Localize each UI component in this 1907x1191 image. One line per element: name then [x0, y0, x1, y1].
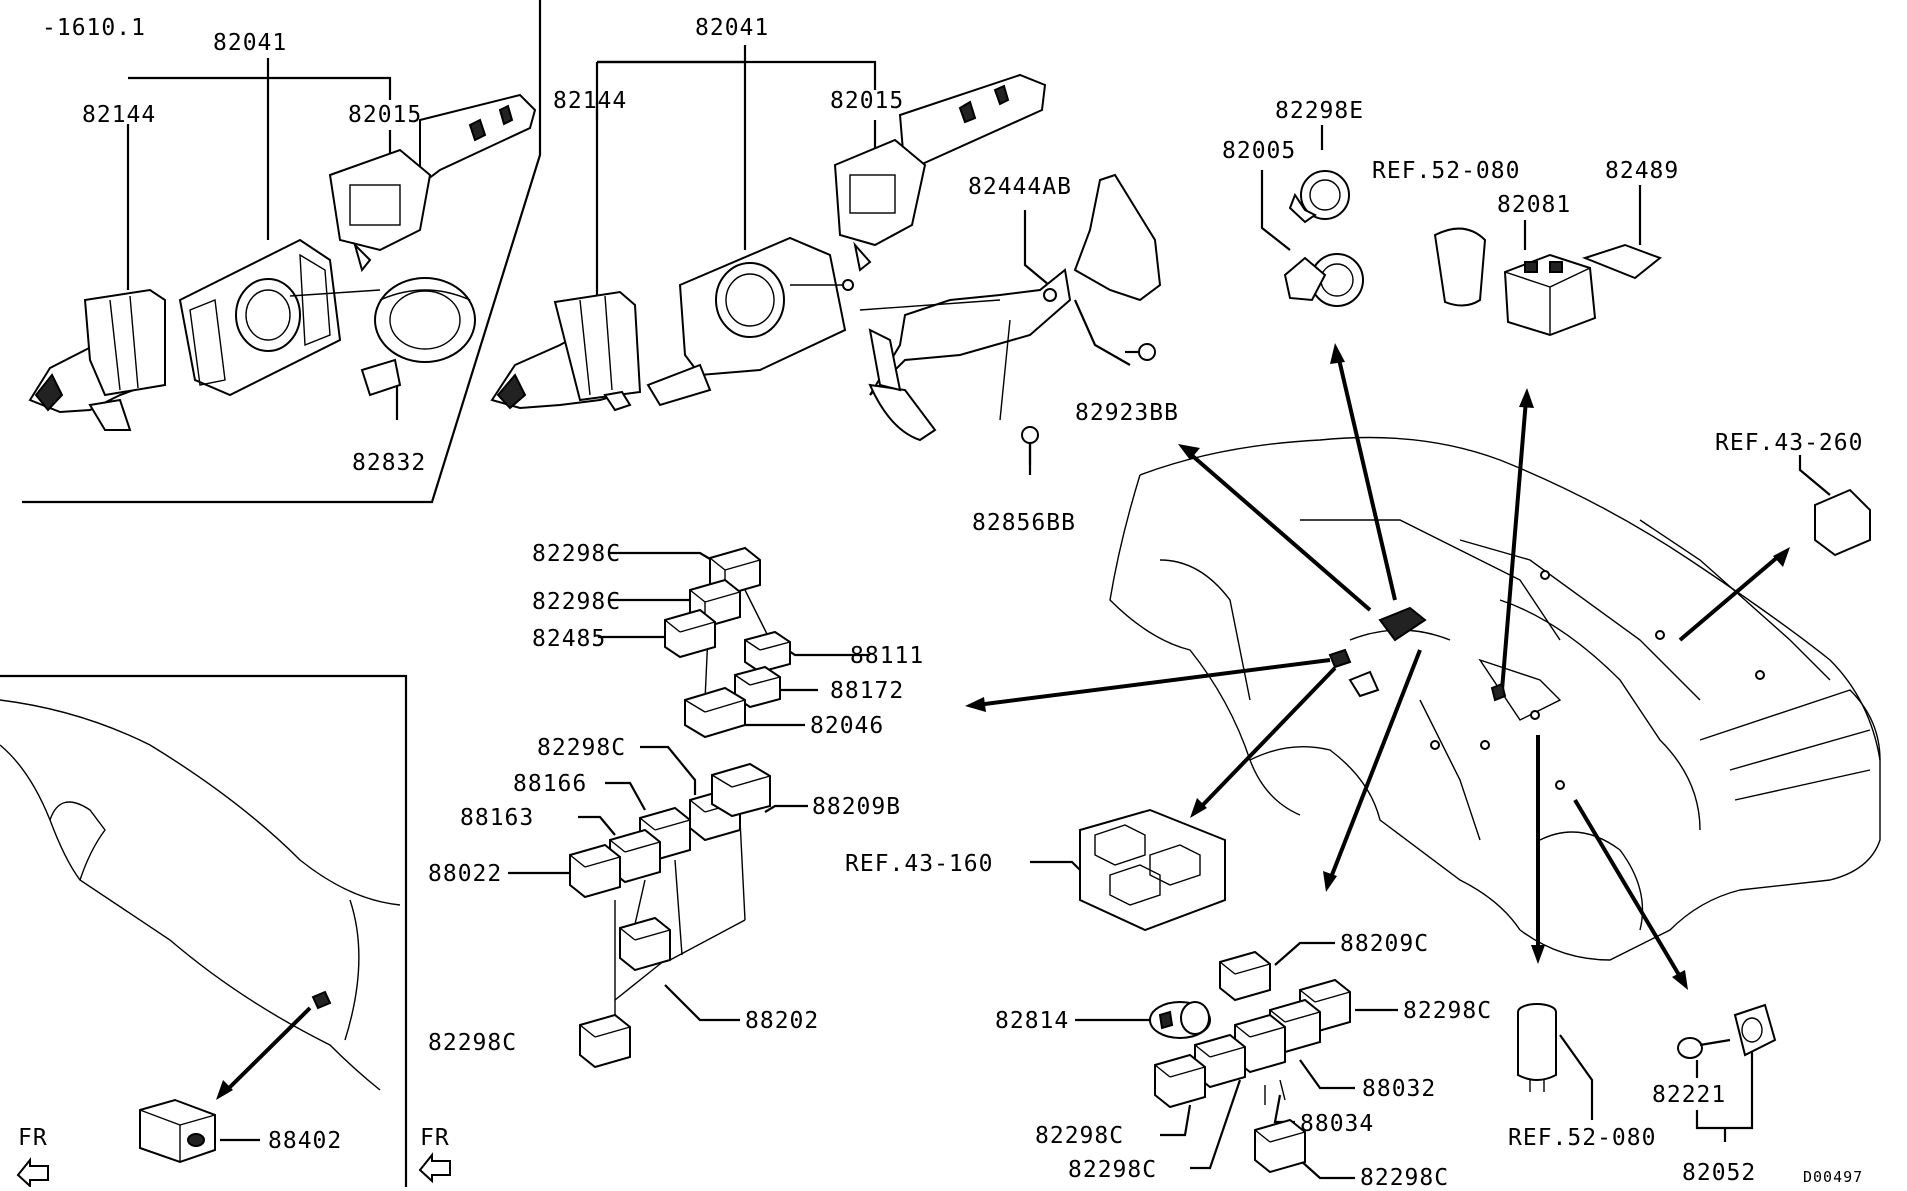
- switch-82298C-b3-drawing: [1154, 1053, 1206, 1109]
- main-body-82041-drawing: [646, 236, 854, 407]
- lever-82144-drawing: [28, 288, 166, 431]
- label-inset-82015: 82015: [348, 102, 422, 128]
- fr-arrow-icon: [16, 1157, 49, 1189]
- switch-82298C-m2-drawing: [579, 1013, 631, 1069]
- switch-88402-drawing: [139, 1098, 216, 1164]
- label-82298C-bottom-1: 82298C: [1403, 998, 1492, 1024]
- cap-82489-drawing: [1582, 243, 1663, 280]
- label-82444AB: 82444AB: [968, 174, 1072, 200]
- label-88034: 88034: [1300, 1111, 1374, 1137]
- label-inset-82041: 82041: [213, 30, 287, 56]
- label-ref-43-260: REF.43-260: [1715, 430, 1863, 456]
- switch-82298C-b4-drawing: [1254, 1118, 1306, 1174]
- switch-82005-drawing: [1283, 253, 1364, 307]
- label-88111: 88111: [850, 643, 924, 669]
- switch-88022-drawing: [569, 843, 621, 899]
- label-88172: 88172: [830, 678, 904, 704]
- label-82298C-middle-2: 82298C: [428, 1030, 517, 1056]
- lamp-82052-drawing: [1733, 1003, 1777, 1057]
- label-82298C-bottom-3: 82298C: [1068, 1157, 1157, 1183]
- clock-spring-82832-drawing: [360, 277, 476, 397]
- switch-group-upper: 82298C 82298C 82485 88111 88172 82046: [532, 541, 924, 739]
- label-88209B: 88209B: [812, 794, 901, 820]
- label-82298C-upper-2: 82298C: [532, 589, 621, 615]
- fr-label-left: FR: [18, 1125, 48, 1151]
- ref-52-080-part-drawing: [1433, 227, 1487, 307]
- switch-88202-drawing: [619, 916, 671, 972]
- label-82856BB: 82856BB: [972, 510, 1076, 536]
- label-88202: 88202: [745, 1008, 819, 1034]
- main-lever-82015-drawing: [833, 73, 1047, 272]
- paddle-shifter-82444AB-drawing: [859, 173, 1162, 442]
- inset-frames: [0, 0, 542, 1187]
- label-82005: 82005: [1222, 138, 1296, 164]
- label-inset-82832: 82832: [352, 450, 426, 476]
- fr-label-right: FR: [420, 1125, 450, 1151]
- label-82485: 82485: [532, 626, 606, 652]
- vehicle-part-cluster: [1328, 606, 1507, 702]
- label-main-82144: 82144: [553, 88, 627, 114]
- label-inset-82144: 82144: [82, 102, 156, 128]
- switch-82485-drawing: [664, 608, 716, 659]
- label-ref-52-080-bottom: REF.52-080: [1508, 1125, 1656, 1151]
- main-combination-switch: 82041 82144 82015 82444AB 82923BB 82856B…: [490, 15, 1179, 536]
- switch-88209C-drawing: [1219, 950, 1271, 1002]
- label-82081: 82081: [1497, 192, 1571, 218]
- label-ref-52-080-top: REF.52-080: [1372, 158, 1520, 184]
- switch-82081-drawing: [1503, 253, 1597, 337]
- ref-52-080-cylinder-drawing: [1517, 1003, 1557, 1092]
- label-88402: 88402: [268, 1128, 342, 1154]
- label-82298C-middle-1: 82298C: [537, 735, 626, 761]
- switch-88111-drawing: [744, 630, 791, 674]
- switch-82298C-b2-drawing: [1194, 1033, 1246, 1089]
- screw-82923BB-drawing: [1125, 343, 1156, 361]
- lever-82015-drawing: [328, 93, 537, 273]
- label-main-82015: 82015: [830, 88, 904, 114]
- screw-82856BB-drawing: [1021, 426, 1039, 465]
- switch-88209B-drawing: [711, 762, 771, 818]
- ref-43-260-part-drawing: [1814, 488, 1871, 557]
- label-82221: 82221: [1652, 1082, 1726, 1108]
- switch-82298E-drawing: [1288, 170, 1350, 224]
- vehicle-interior-outline: [1109, 436, 1881, 961]
- label-82814: 82814: [995, 1008, 1069, 1034]
- inset-combination-switch: -1610.1 82041 82144 82015 82832: [28, 15, 537, 476]
- switch-body-82041-drawing: [178, 238, 381, 397]
- label-82298C-bottom-4: 82298C: [1360, 1165, 1449, 1187]
- switch-group-middle: 82298C 88166 88163 88022 88209B 88202 82…: [428, 735, 901, 1069]
- fr-arrow-icon: [418, 1152, 451, 1184]
- window-switch-assembly: REF.43-160: [845, 808, 1226, 932]
- label-88163: 88163: [460, 805, 534, 831]
- label-code-top-left: -1610.1: [42, 15, 146, 41]
- label-82298C-bottom-2: 82298C: [1035, 1123, 1124, 1149]
- screw-82221-drawing: [1677, 1037, 1731, 1059]
- label-ref-43-160: REF.43-160: [845, 851, 993, 877]
- label-88166: 88166: [513, 771, 587, 797]
- inset-dashboard: 88402: [0, 699, 401, 1164]
- locator-arrows: [216, 343, 1790, 1100]
- label-82046: 82046: [810, 713, 884, 739]
- bottom-right-parts: REF.52-080 82221 82052: [1508, 1003, 1777, 1186]
- switch-group-bottom: 88209C 82814 82298C 88032 88034 82298C 8…: [995, 931, 1492, 1191]
- main-lever-82144-drawing: [490, 290, 642, 412]
- switch-82814-drawing: [1149, 1001, 1211, 1039]
- fr-marker-left: FR: [16, 1125, 49, 1189]
- label-82052: 82052: [1682, 1160, 1756, 1186]
- label-88032: 88032: [1362, 1076, 1436, 1102]
- fr-marker-right: FR: [418, 1125, 451, 1184]
- label-main-82041: 82041: [695, 15, 769, 41]
- top-right-parts: 82298E 82005 REF.52-080 82081 82489 REF.…: [1222, 98, 1871, 557]
- label-82923BB: 82923BB: [1075, 400, 1179, 426]
- label-82298E: 82298E: [1275, 98, 1364, 124]
- label-88022: 88022: [428, 861, 502, 887]
- label-drawing-code: D00497: [1803, 1168, 1863, 1186]
- label-82298C-upper-1: 82298C: [532, 541, 621, 567]
- switch-82046-drawing: [684, 686, 746, 739]
- label-88209C: 88209C: [1340, 931, 1429, 957]
- label-82489: 82489: [1605, 158, 1679, 184]
